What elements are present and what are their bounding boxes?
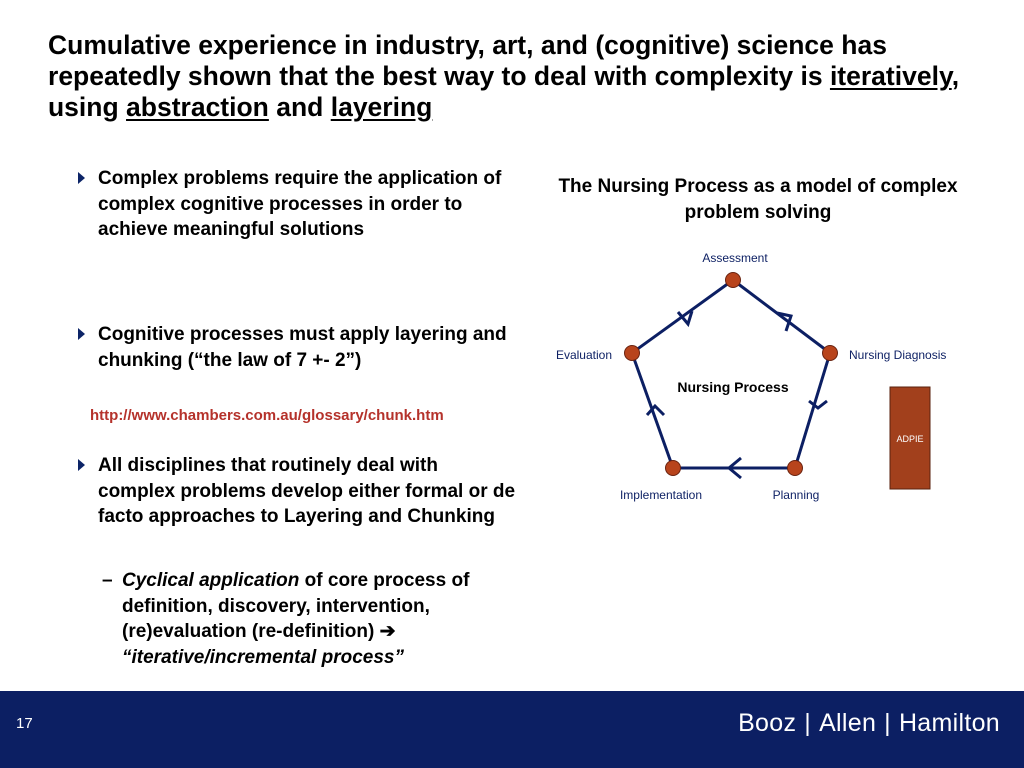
node-label-nursing-diagnosis: Nursing Diagnosis [849,348,946,362]
title-text-1: Cumulative experience in industry, art, … [48,30,887,91]
brand-word-booz: Booz [738,709,797,737]
node-nursing-diagnosis [822,345,838,361]
node-label-evaluation: Evaluation [556,348,612,362]
diagram-title: The Nursing Process as a model of comple… [558,176,958,223]
title-text-2: , using [48,61,960,122]
title-word-iteratively: iteratively [829,61,952,91]
brand-word-hamilton: Hamilton [898,709,1000,737]
cycle-chevron-icon [808,399,828,410]
cycle-chevron-icon [726,456,742,480]
brand-separator: | [804,709,812,737]
sub-bullet-cyclical-application: – Cyclical application of core process o… [102,568,522,670]
cycle-chevron-icon [776,311,793,332]
bullet-item-complex-problems: Complex problems require the application… [78,166,518,243]
title-word-abstraction: abstraction [126,92,269,122]
node-planning [787,460,803,476]
bullet-item-cognitive-processes: Cognitive processes must apply layering … [78,322,518,373]
slide-title: Cumulative experience in industry, art, … [48,30,988,123]
bullet-triangle-icon [78,172,85,184]
node-label-planning: Planning [773,488,820,502]
bullet-item-all-disciplines: All disciplines that routinely deal with… [78,453,518,530]
brand-logo: Booz|Allen|Hamilton [738,709,1000,738]
node-label-implementation: Implementation [620,488,702,502]
title-text-3: and [268,92,331,122]
node-evaluation [624,345,640,361]
cycle-chevron-icon [676,310,694,328]
sub-bullet-dash: – [102,570,113,591]
bullet-text: All disciplines that routinely deal with… [98,455,516,527]
brand-separator: | [884,709,891,737]
arrow-right-icon: ➔ [379,621,396,642]
page-number: 17 [16,715,33,732]
cycle-chevron-icon [645,403,666,417]
chunk-glossary-link[interactable]: http://www.chambers.com.au/glossary/chun… [90,407,444,424]
node-assessment [725,272,741,288]
adpie-label: ADPIE [896,434,923,444]
brand-word-allen: Allen [819,709,877,737]
bullet-text: Cognitive processes must apply layering … [98,324,507,371]
bullet-triangle-icon [78,459,85,471]
process-cycle-edges [630,278,832,470]
nursing-process-diagram: Assessment Nursing Diagnosis Planning Im… [556,251,946,502]
bullet-triangle-icon [78,328,85,340]
sub-bullet-emphasis-2: “iterative/incremental process” [122,646,404,668]
sub-bullet-emphasis: Cyclical application [122,570,300,591]
bullet-text: Complex problems require the application… [98,168,502,240]
adpie-box [889,386,931,490]
center-label: Nursing Process [677,379,788,395]
node-implementation [665,460,681,476]
footer-bar: 17 Booz|Allen|Hamilton [0,691,1024,768]
node-label-assessment: Assessment [702,251,768,265]
sub-bullet-text: of core process of definition, discovery… [122,570,470,642]
title-word-layering: layering [330,92,433,122]
